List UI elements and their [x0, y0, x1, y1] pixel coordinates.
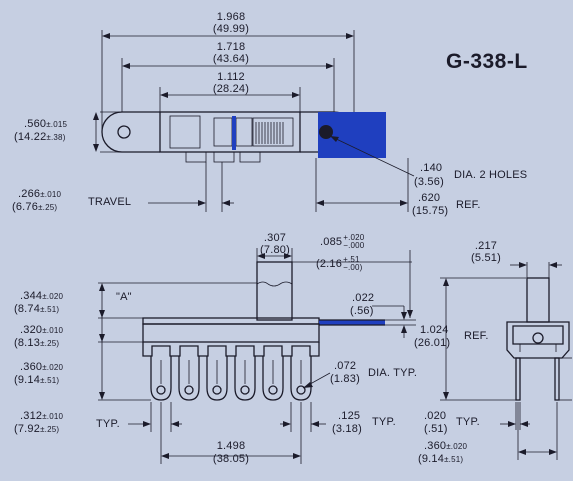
end-actuator-width-mm: (5.51): [471, 252, 501, 264]
inner-length-inch: 1.112: [217, 71, 245, 83]
mid-length-mm: (43.64): [212, 53, 250, 65]
dim-a-inch: .344±.020: [20, 290, 64, 302]
top-view: [93, 30, 415, 212]
end-view: [440, 262, 572, 460]
side-view: [98, 248, 416, 464]
travel-mm: (6.76±.25): [12, 201, 58, 213]
ref-length-label: REF.: [456, 199, 481, 211]
blue-slider-mark: [232, 116, 236, 150]
end-actuator-width-inch: .217: [474, 240, 498, 252]
terminal-width-mm: (7.92±.25): [14, 423, 60, 435]
body-depth-inch: .320±.010: [20, 324, 64, 336]
travel-inch: .266±.010: [18, 188, 62, 200]
pin-thickness-mm: (.51): [424, 423, 448, 435]
pitch-inch: .125: [338, 410, 361, 422]
pin-length-inch: .360±.020: [424, 440, 468, 452]
actuator-height-inch: .085+.020−.000: [320, 233, 365, 250]
terminal-hole-label: DIA. TYP.: [368, 367, 418, 379]
terminal-hole-inch: .072: [334, 360, 357, 372]
pin-thickness-inch: .020: [424, 410, 447, 422]
hole-dia-inch: .140: [420, 162, 443, 174]
overall-height-mm: (26.01): [414, 337, 451, 349]
part-number: G-338-L: [446, 50, 528, 73]
actuator-width-mm: (7.80): [260, 244, 290, 256]
dim-a-tag: "A": [116, 291, 132, 303]
terminal-length-mm: (9.14±.51): [14, 374, 60, 386]
blue-plate-edge: [319, 320, 385, 325]
terminal-width-label: TYP.: [96, 418, 120, 430]
pitch-label: TYP.: [372, 416, 396, 428]
overall-height-label: REF.: [464, 330, 489, 342]
dim-a-mm: (8.74±.51): [14, 303, 60, 315]
hole-dia-mm: (3.56): [414, 176, 444, 188]
pin-length-mm: (9.14±.51): [418, 453, 464, 465]
ref-length-inch: .620: [418, 192, 441, 204]
ref-length-mm: (15.75): [412, 205, 449, 217]
plate-thickness-inch: .022: [352, 292, 375, 304]
span-inch: 1.498: [216, 440, 246, 452]
travel-label: TRAVEL: [88, 196, 132, 208]
pin-thickness-label: TYP.: [456, 416, 480, 428]
body-height-inch: .560±.015: [24, 118, 68, 130]
overall-length-mm: (49.99): [212, 23, 250, 35]
overall-height-inch: 1.024: [420, 324, 449, 336]
plate-thickness-mm: (.56): [350, 305, 374, 317]
terminal-length-inch: .360±.020: [20, 361, 64, 373]
mid-length-inch: 1.718: [216, 41, 246, 53]
terminal-width-inch: .312±.010: [20, 410, 64, 422]
body-height-mm: (14.22±.38): [14, 131, 66, 143]
terminal-hole-mm: (1.83): [330, 373, 360, 385]
span-mm: (38.05): [212, 453, 250, 465]
pitch-mm: (3.18): [332, 423, 362, 435]
inner-length-mm: (28.24): [212, 83, 250, 95]
actuator-width-inch: .307: [263, 232, 287, 244]
actuator-height-mm: (2.16+.51−.00): [316, 255, 363, 272]
body-depth-mm: (8.13±.25): [14, 337, 60, 349]
hole-dia-label: DIA. 2 HOLES: [454, 169, 528, 181]
overall-length-inch: 1.968: [216, 11, 246, 23]
